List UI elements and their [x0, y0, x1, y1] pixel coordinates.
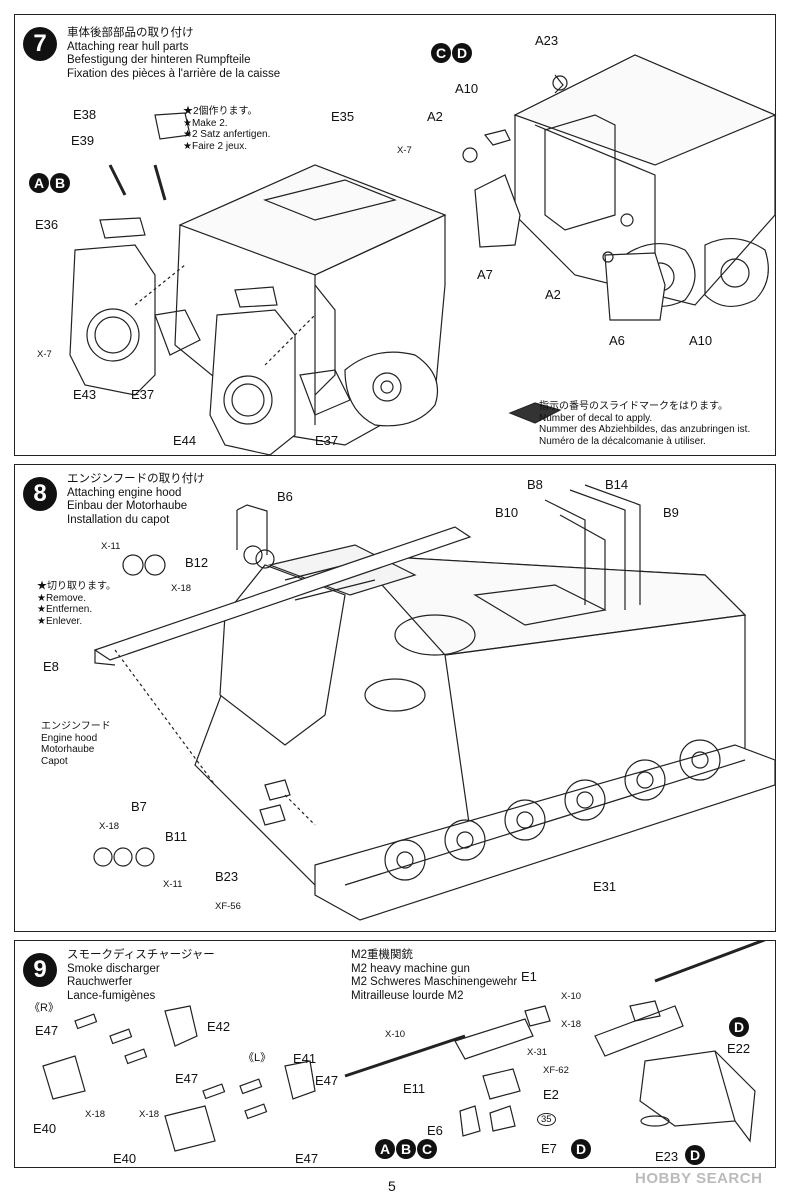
part-label: E42 — [207, 1019, 231, 1034]
paint-label: X-18 — [99, 821, 120, 832]
part-label: E41 — [293, 1051, 317, 1066]
part-label: B14 — [605, 477, 629, 492]
variant-badge-d: D — [571, 1139, 592, 1159]
watermark: HOBBY SEARCH — [635, 1170, 763, 1187]
make-two-note: ★2個作ります。 ★Make 2. ★2 Satz anfertigen. ★F… — [183, 106, 271, 152]
part-label: E8 — [43, 659, 59, 674]
part-label: E47 — [315, 1073, 339, 1088]
part-label: E43 — [73, 387, 97, 402]
part-label: E7 — [541, 1141, 557, 1156]
part-label: E47 — [295, 1151, 319, 1166]
paint-label: X-11 — [163, 879, 183, 890]
step-title: エンジンフードの取り付け Attaching engine hood Einba… — [67, 473, 205, 526]
side-label-r: 《R》 — [29, 1002, 59, 1014]
paint-label: X-10 — [385, 1029, 406, 1040]
decal-legend: 指示の番号のスライドマークをはります。 Number of decal to a… — [539, 401, 751, 447]
part-label: E47 — [35, 1023, 59, 1038]
mg-title: M2重機関銃 M2 heavy machine gun M2 Schweres … — [351, 949, 518, 1002]
page-number: 5 — [388, 1178, 396, 1194]
part-label: B6 — [277, 489, 293, 504]
part-label: E31 — [593, 879, 617, 894]
variant-badge-cd: C D — [431, 43, 473, 63]
decal-number: 35 — [537, 1113, 556, 1126]
part-label: B10 — [495, 505, 519, 520]
step-title: スモークディスチャージャー Smoke discharger Rauchwerf… — [67, 949, 215, 1002]
side-label-l: 《L》 — [243, 1052, 272, 1064]
part-label: E40 — [33, 1121, 57, 1136]
paint-label: X-7 — [37, 349, 52, 360]
step-9-panel: 9 スモークディスチャージャー Smoke discharger Rauchwe… — [14, 940, 776, 1168]
paint-label: X-18 — [139, 1109, 160, 1120]
part-label: A10 — [455, 81, 479, 96]
paint-label: X-11 — [101, 541, 121, 552]
paint-label: X-18 — [561, 1019, 582, 1030]
part-label: B8 — [527, 477, 543, 492]
step-number: 7 — [23, 27, 57, 61]
part-label: E22 — [727, 1041, 751, 1056]
part-label: E37 — [131, 387, 155, 402]
step-title: 車体後部部品の取り付け Attaching rear hull parts Be… — [67, 27, 281, 80]
part-label: B11 — [165, 829, 188, 844]
part-label: B7 — [131, 799, 147, 814]
part-label: A23 — [535, 33, 559, 48]
part-label: A6 — [609, 333, 625, 348]
part-label: E39 — [71, 133, 95, 148]
part-label: E23 — [655, 1149, 679, 1164]
remove-note: ★切り取ります。 ★Remove. ★Entfernen. ★Enlever. — [37, 581, 116, 627]
step-7-panel: 7 車体後部部品の取り付け Attaching rear hull parts … — [14, 14, 777, 456]
part-label: B9 — [663, 505, 679, 520]
engine-hood-caption: エンジンフード Engine hood Motorhaube Capot — [41, 721, 111, 767]
part-label: B12 — [185, 555, 209, 570]
part-label: E1 — [521, 969, 537, 984]
step-8-panel: 8 エンジンフードの取り付け Attaching engine hood Ein… — [14, 464, 776, 932]
paint-label: X-18 — [85, 1109, 106, 1120]
step-8-illustration — [93, 484, 776, 921]
step-number: 8 — [23, 477, 57, 511]
part-label: A7 — [477, 267, 493, 282]
part-label: A2 — [545, 287, 561, 302]
part-label: A10 — [689, 333, 713, 348]
variant-badge-abc: A B C — [375, 1139, 438, 1159]
paint-label: X-10 — [561, 991, 582, 1002]
part-label: E6 — [427, 1123, 443, 1138]
part-label: E47 — [175, 1071, 199, 1086]
paint-label: XF-62 — [543, 1065, 569, 1076]
variant-badge-d: D — [685, 1145, 706, 1165]
part-label: E2 — [543, 1087, 559, 1102]
part-label: A2 — [427, 109, 443, 124]
part-label: E38 — [73, 107, 97, 122]
step-number: 9 — [23, 953, 57, 987]
part-label: E37 — [315, 433, 339, 448]
paint-label: X-7 — [397, 145, 412, 156]
paint-label: XF-56 — [215, 901, 241, 912]
part-label: E40 — [113, 1151, 137, 1166]
variant-badge-d: D — [729, 1017, 750, 1037]
paint-label: X-18 — [171, 583, 192, 594]
part-label: E11 — [403, 1081, 426, 1096]
part-label: B23 — [215, 869, 239, 884]
variant-badge-ab: A B — [29, 173, 71, 193]
step-9-illustration — [42, 941, 766, 1152]
step-7-illustration — [69, 54, 777, 456]
paint-label: X-31 — [527, 1047, 548, 1058]
part-label: E44 — [173, 433, 197, 448]
part-label: E35 — [331, 109, 355, 124]
part-label: E36 — [35, 217, 59, 232]
